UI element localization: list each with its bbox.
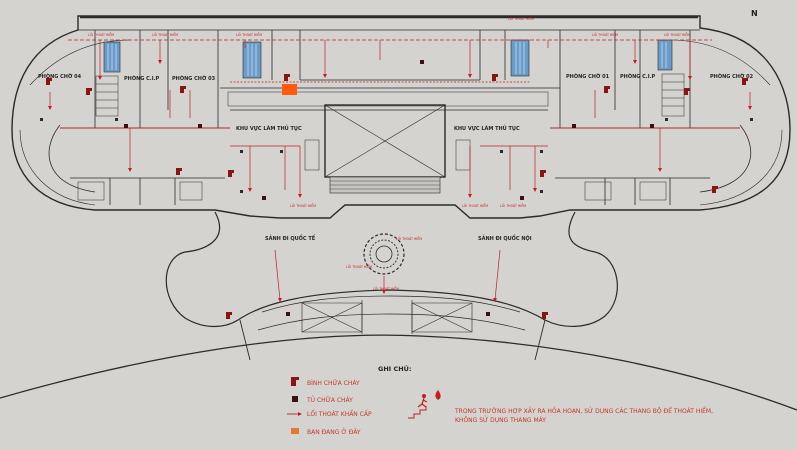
extinguisher-icon	[86, 88, 92, 95]
exit-label: LỐI THOÁT HIỂM	[236, 32, 262, 37]
extinguisher-icon	[684, 88, 690, 95]
extinguisher-icon	[46, 78, 52, 85]
evacuation-routes	[49, 39, 751, 301]
extinguisher-icon	[604, 86, 610, 93]
extinguisher-icon	[492, 74, 498, 81]
exit-arrowheads	[48, 60, 752, 302]
exit-label: LỐI THOÁT HIỂM	[396, 236, 422, 241]
label-waiting-room-02: PHÒNG CHỜ 02	[710, 73, 754, 80]
extinguisher-icon	[712, 186, 718, 193]
corridor-rails	[227, 91, 549, 171]
exit-label: LỐI THOÁT HIỂM	[152, 32, 178, 37]
zone-labels: PHÒNG CHỜ 04 PHÒNG C.I.P PHÒNG CHỜ 03 PH…	[38, 73, 754, 242]
label-checkin-left: KHU VỰC LÀM THỦ TỤC	[236, 124, 302, 132]
svg-text:BẠN ĐANG Ở ĐÂY: BẠN ĐANG Ở ĐÂY	[307, 428, 361, 436]
cabinet-icon	[292, 396, 298, 402]
fire-cabinets	[124, 60, 654, 316]
label-waiting-room-03: PHÒNG CHỜ 03	[172, 75, 216, 82]
exit-labels: LỐI THOÁT HIỂM LỐI THOÁT HIỂM LỐI THOÁT …	[88, 16, 690, 291]
elevators	[103, 39, 673, 79]
elevator-icon	[242, 41, 262, 79]
label-waiting-room-01: PHÒNG CHỜ 01	[566, 73, 610, 80]
label-cip-left: PHÒNG C.I.P	[124, 75, 159, 82]
legend: GHI CHÚ: BÌNH CHỮA CHÁY TỦ CHỮA CHÁY LỐI…	[287, 364, 713, 436]
exit-label: LỐI THOÁT HIỂM	[88, 32, 114, 37]
elevator-icon	[657, 39, 673, 71]
extinguisher-icon	[542, 312, 548, 319]
ground-curve	[0, 334, 797, 411]
exit-label: LỐI THOÁT HIỂM	[508, 16, 534, 21]
exit-label: LỐI THOÁT HIỂM	[373, 286, 399, 291]
svg-text:LỐI THOÁT KHẨN CẤP: LỐI THOÁT KHẨN CẤP	[307, 410, 372, 418]
label-checkin-right: KHU VỰC LÀM THỦ TỤC	[454, 124, 520, 132]
label-intl-hall: SẢNH ĐI QUỐC TẾ	[265, 234, 316, 242]
elevator-icon	[510, 39, 530, 77]
exit-label: LỐI THOÁT HIỂM	[500, 203, 526, 208]
exit-label: LỐI THOÁT HIỂM	[346, 264, 372, 269]
building-outline	[11, 15, 791, 219]
legend-item-extinguisher: BÌNH CHỮA CHÁY	[291, 377, 360, 387]
exit-label: LỐI THOÁT HIỂM	[290, 203, 316, 208]
extinguisher-icon	[180, 86, 186, 93]
fire-extinguishers	[46, 74, 748, 319]
exit-label: LỐI THOÁT HIỂM	[462, 203, 488, 208]
north-arrow: N	[751, 9, 758, 18]
exit-label: LỐI THOÁT HIỂM	[592, 32, 618, 37]
exit-label: LỐI THOÁT HIỂM	[664, 32, 690, 37]
spiral-ramp	[363, 233, 405, 275]
gates	[301, 300, 473, 334]
label-dom-hall: SẢNH ĐI QUỐC NỘI	[478, 234, 532, 242]
exit-arrow-icon	[287, 412, 302, 416]
departure-hall-outline	[165, 211, 618, 361]
label-cip-right: PHÒNG C.I.P	[620, 73, 655, 80]
extinguisher-icon	[284, 74, 290, 81]
extinguisher-icon	[291, 377, 299, 386]
legend-item-exit: LỐI THOÁT KHẨN CẤP	[287, 410, 372, 418]
extinguisher-icon	[176, 168, 182, 175]
you-are-here-icon	[291, 428, 299, 434]
extinguisher-icon	[742, 78, 748, 85]
legend-note-line1: TRONG TRƯỜNG HỢP XẢY RA HỎA HOẠN, SỬ DỤN…	[454, 407, 713, 415]
legend-item-you-are-here: BẠN ĐANG Ở ĐÂY	[291, 428, 361, 436]
extinguisher-icon	[540, 170, 546, 177]
central-atrium	[324, 104, 446, 194]
extinguisher-icon	[228, 170, 234, 177]
stairs	[77, 73, 685, 201]
elevator-icon	[103, 41, 121, 73]
svg-text:TỦ CHỮA CHÁY: TỦ CHỮA CHÁY	[306, 396, 353, 404]
legend-item-cabinet: TỦ CHỮA CHÁY	[292, 396, 353, 404]
label-waiting-room-04: PHÒNG CHỜ 04	[38, 73, 82, 80]
structural-columns	[40, 118, 753, 193]
you-are-here-marker	[282, 84, 297, 95]
north-label: N	[751, 9, 758, 18]
extinguisher-icon	[226, 312, 232, 319]
legend-title: GHI CHÚ:	[378, 364, 412, 373]
svg-text:BÌNH CHỮA CHÁY: BÌNH CHỮA CHÁY	[307, 380, 360, 387]
fire-stairs-icon	[408, 390, 441, 419]
legend-note-line2: KHÔNG SỬ DỤNG THANG MÁY	[455, 416, 546, 424]
